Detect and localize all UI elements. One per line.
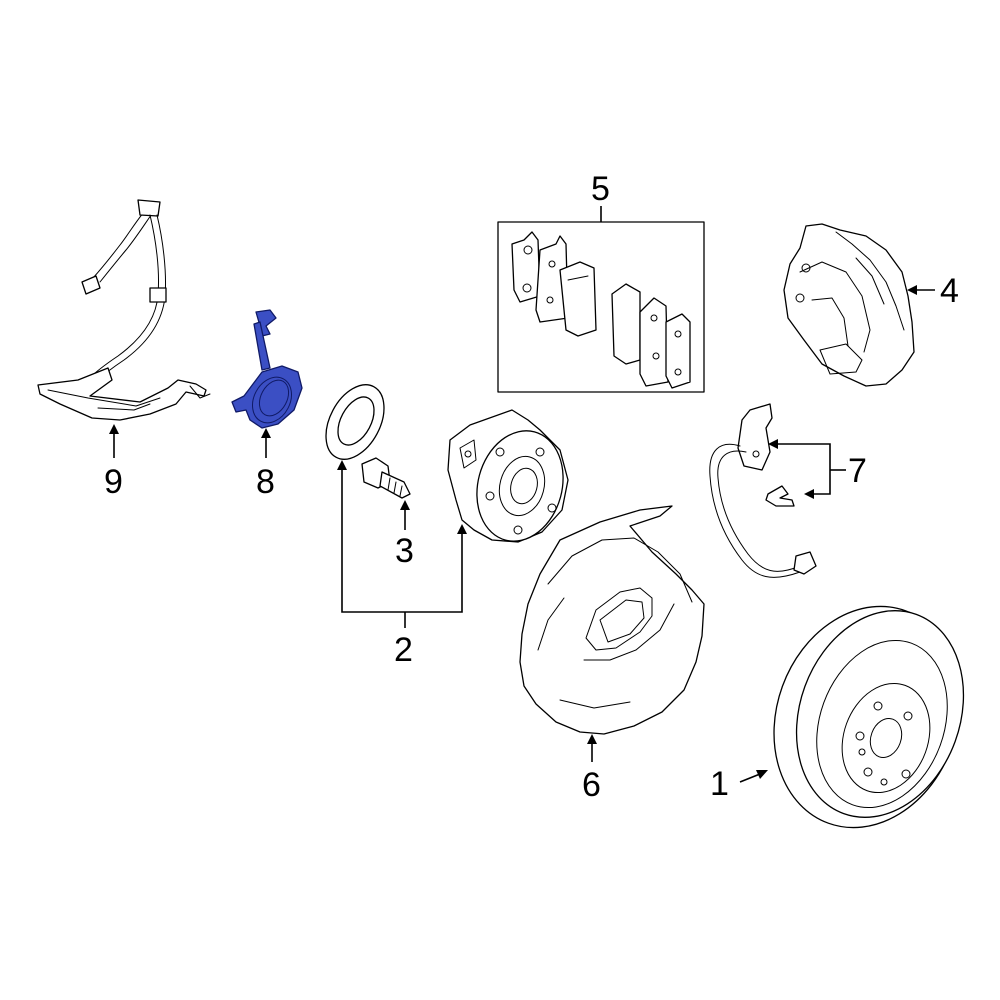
part-2-seal-ring[interactable] — [314, 375, 396, 469]
callout-9[interactable]: 9 — [104, 463, 123, 501]
leader-lines — [109, 206, 935, 783]
part-5-brake-pads[interactable] — [497, 221, 705, 393]
part-6-backing-plate[interactable] — [519, 505, 705, 735]
part-8-abs-sensor[interactable] — [231, 309, 303, 430]
callout-8[interactable]: 8 — [256, 463, 275, 501]
callout-2[interactable]: 2 — [394, 631, 413, 669]
callout-7[interactable]: 7 — [848, 452, 867, 490]
callout-4[interactable]: 4 — [940, 272, 959, 310]
part-7-brake-hose[interactable] — [709, 403, 817, 578]
part-1-brake-rotor[interactable] — [744, 580, 992, 854]
part-4-caliper[interactable] — [783, 223, 915, 387]
part-3-bolt[interactable] — [361, 457, 411, 499]
callout-5[interactable]: 5 — [591, 170, 610, 208]
callout-1[interactable]: 1 — [710, 765, 729, 803]
callout-labels: 1 2 3 4 5 6 7 8 9 — [104, 170, 959, 804]
part-9-wire-harness[interactable] — [37, 199, 211, 421]
callout-6[interactable]: 6 — [582, 766, 601, 804]
callout-3[interactable]: 3 — [395, 532, 414, 570]
part-2-hub-bearing[interactable] — [447, 409, 575, 551]
